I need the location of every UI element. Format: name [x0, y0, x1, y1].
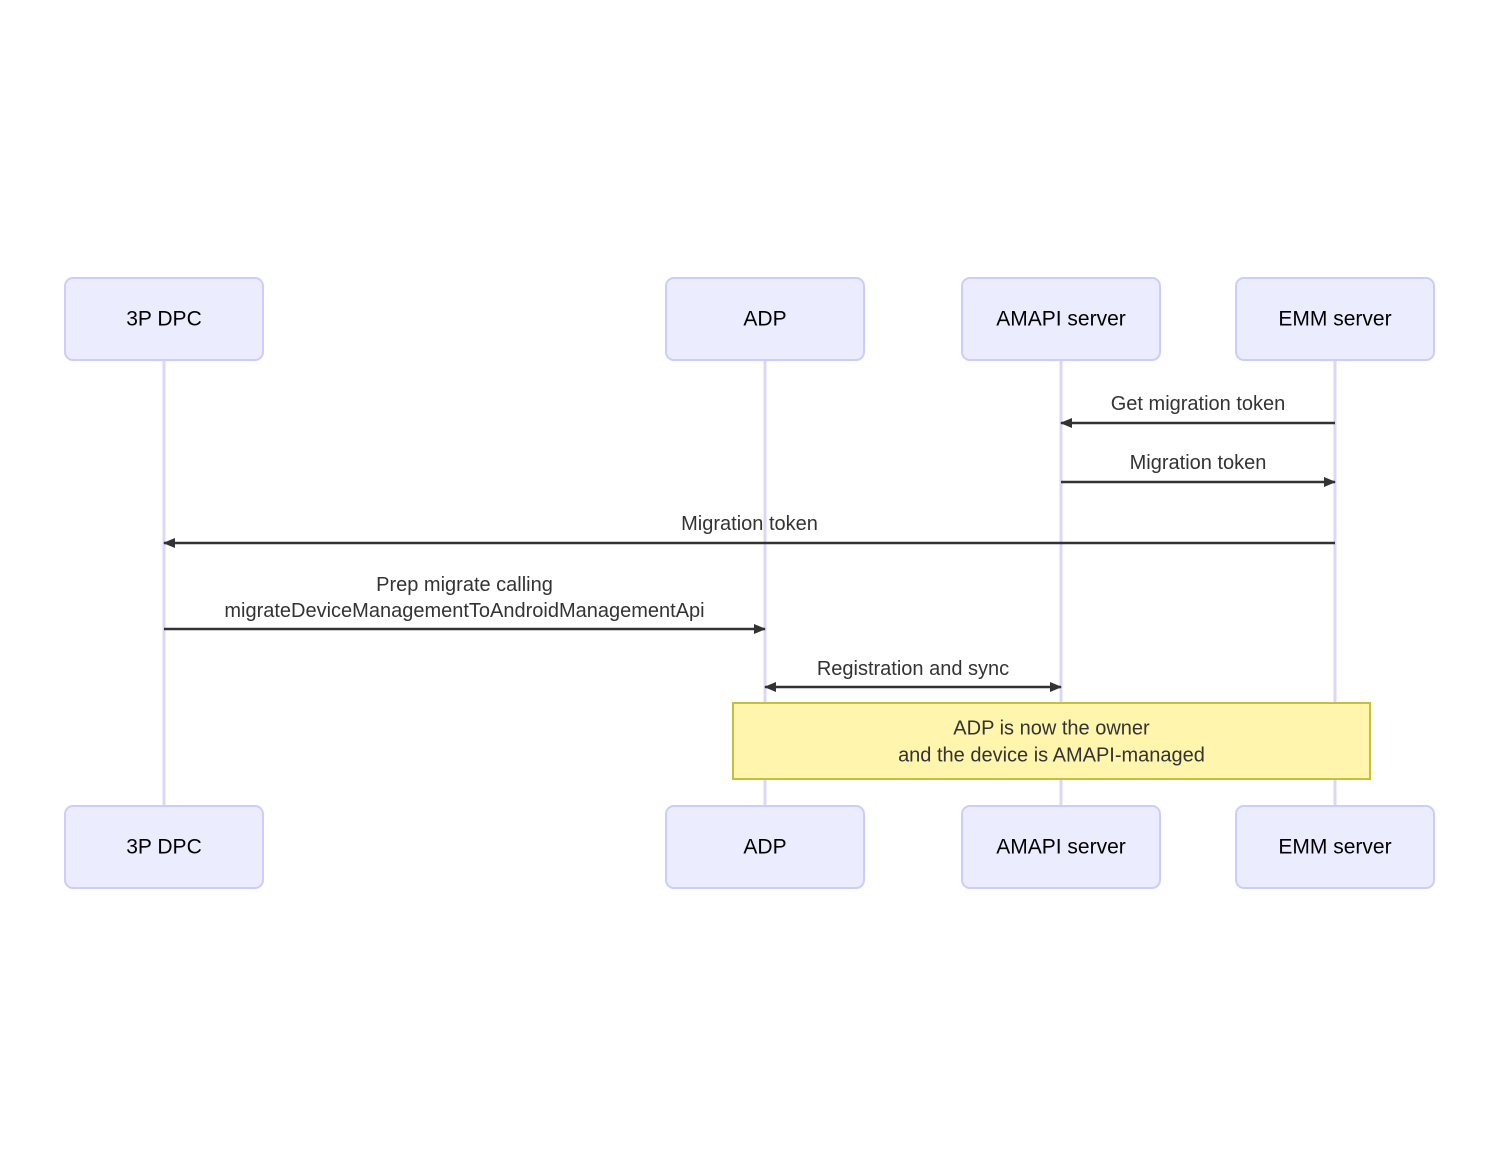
- message-m2[interactable]: Migration token: [1061, 452, 1336, 487]
- participant-amapi-top[interactable]: AMAPI server: [961, 277, 1161, 361]
- message-label: Get migration token: [1111, 393, 1286, 415]
- participant-box: [1235, 805, 1435, 889]
- notes-layer: ADP is now the owner and the device is AM…: [732, 702, 1371, 780]
- participant-dpc-top[interactable]: 3P DPC: [64, 277, 264, 361]
- note-n1: ADP is now the owner and the device is AM…: [732, 702, 1371, 780]
- participant-dpc-bottom[interactable]: 3P DPC: [64, 805, 264, 889]
- participant-adp-bottom[interactable]: ADP: [665, 805, 865, 889]
- participant-label: AMAPI server: [996, 836, 1126, 859]
- participant-box: [961, 805, 1161, 889]
- participant-label: ADP: [743, 836, 786, 859]
- participant-box: [665, 277, 865, 361]
- participant-emm-bottom[interactable]: EMM server: [1235, 805, 1435, 889]
- message-m3[interactable]: Migration token: [163, 513, 1335, 548]
- participant-label: AMAPI server: [996, 308, 1126, 331]
- participant-label: 3P DPC: [126, 836, 201, 859]
- message-m4[interactable]: Prep migrate calling migrateDeviceManagem…: [164, 574, 766, 634]
- participant-amapi-bottom[interactable]: AMAPI server: [961, 805, 1161, 889]
- note-text-line: ADP is now the owner: [953, 718, 1150, 740]
- message-m5[interactable]: Registration and sync: [764, 658, 1062, 692]
- note-text-line: and the device is AMAPI-managed: [898, 745, 1205, 767]
- note-box: [732, 702, 1371, 780]
- participant-box: [64, 805, 264, 889]
- participant-box: [665, 805, 865, 889]
- participant-box: [64, 277, 264, 361]
- message-label: Migration token: [681, 513, 818, 535]
- participant-label: EMM server: [1278, 836, 1391, 859]
- participant-box: [1235, 277, 1435, 361]
- participant-label: EMM server: [1278, 308, 1391, 331]
- participant-box: [961, 277, 1161, 361]
- participant-emm-top[interactable]: EMM server: [1235, 277, 1435, 361]
- participant-label: ADP: [743, 308, 786, 331]
- message-label: migrateDeviceManagementToAndroidManageme…: [224, 600, 704, 622]
- message-label: Registration and sync: [817, 658, 1009, 680]
- participant-label: 3P DPC: [126, 308, 201, 331]
- message-m1[interactable]: Get migration token: [1060, 393, 1335, 428]
- message-label: Migration token: [1130, 452, 1267, 474]
- message-label: Prep migrate calling: [376, 574, 553, 596]
- participant-adp-top[interactable]: ADP: [665, 277, 865, 361]
